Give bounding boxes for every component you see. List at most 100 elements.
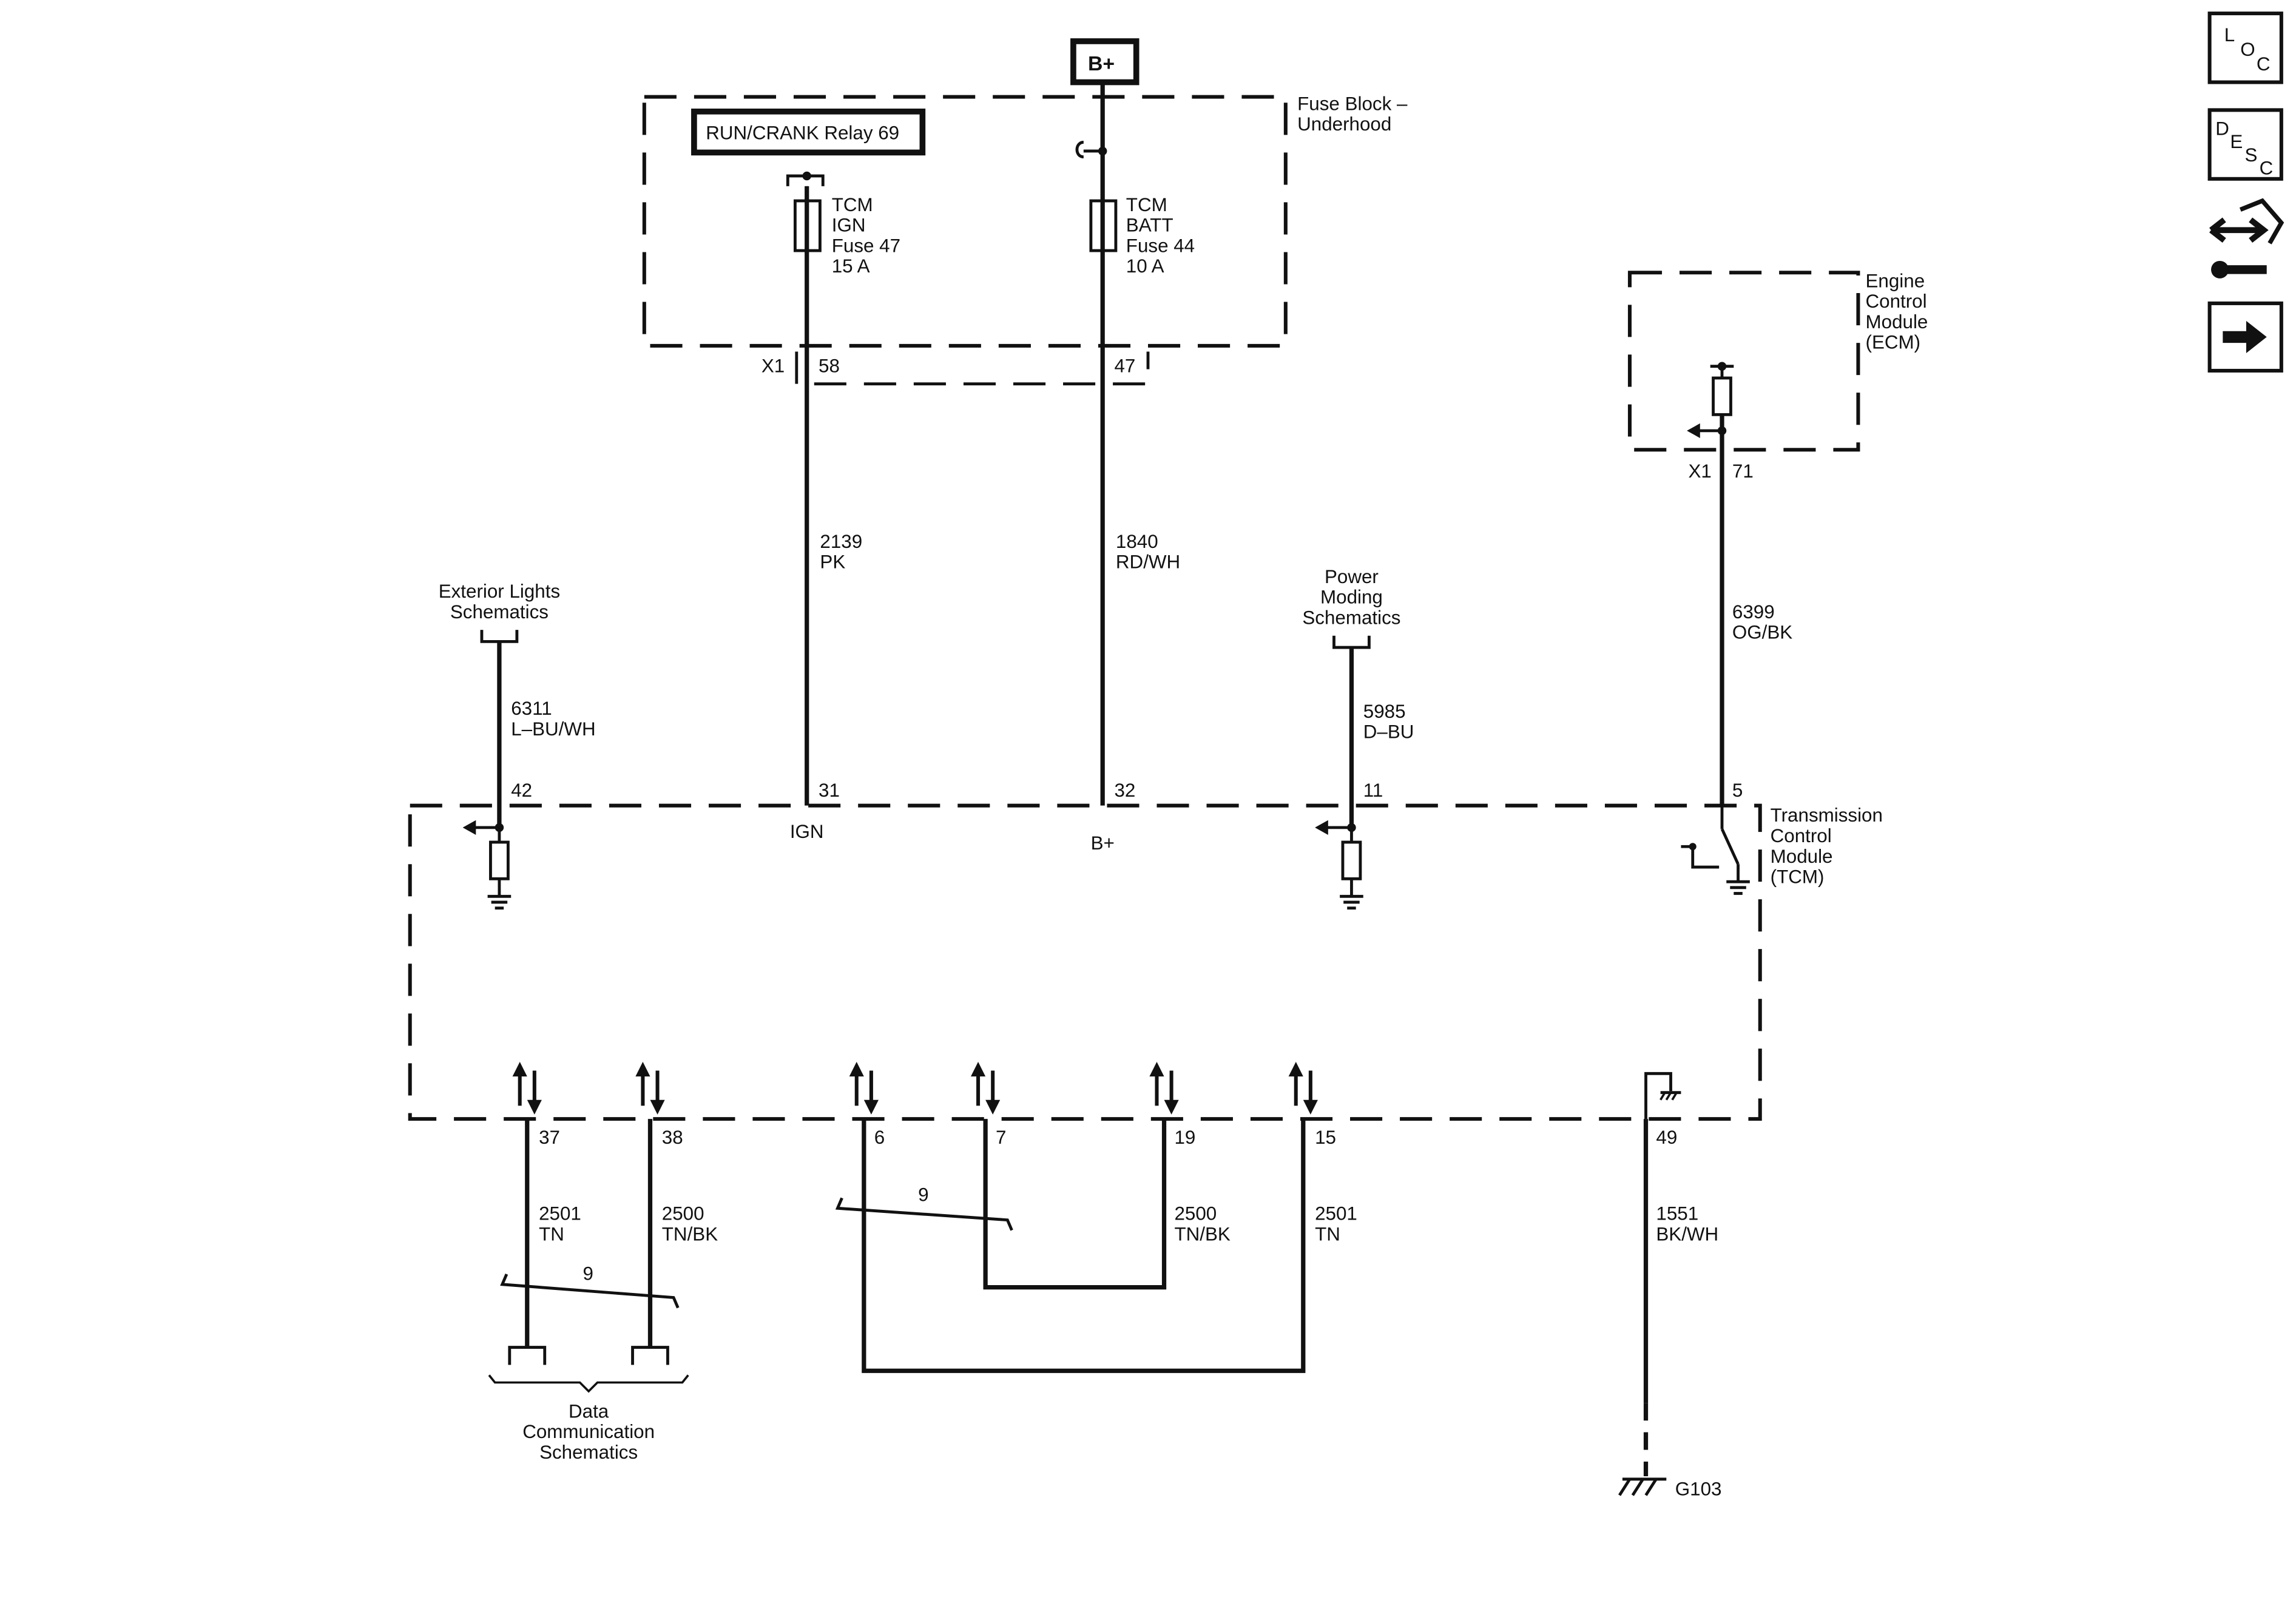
tcm-pin-49: 49 — [1656, 1127, 1677, 1148]
w19-color: TN/BK — [1174, 1223, 1230, 1244]
fuse-ign-line2: IGN — [832, 215, 866, 236]
loc-letter-o: O — [2240, 39, 2255, 60]
ecm-label-3: Module — [1866, 311, 1928, 333]
w38-color: TN/BK — [662, 1223, 718, 1244]
ecm-boundary — [1627, 271, 1860, 452]
twist-marker-mid — [835, 1197, 1013, 1231]
w37-circuit: 2501 — [539, 1203, 581, 1224]
fuse-conn-x1: X1 — [761, 355, 785, 376]
tcm-pin-31: 31 — [819, 780, 840, 801]
fuse-ign-line1: TCM — [832, 194, 873, 215]
ecm-wire-color: OG/BK — [1732, 622, 1792, 643]
pin-47: 47 — [1114, 355, 1135, 376]
bidir-arrow-19 — [1149, 1062, 1178, 1115]
tcm-pin-32: 32 — [1114, 780, 1135, 801]
tcm-pin-37: 37 — [539, 1127, 560, 1148]
tcm-switch-5 — [1681, 805, 1749, 894]
ext-wire-circuit: 6311 — [511, 698, 552, 719]
fuse-ign-line3: Fuse 47 — [832, 235, 900, 256]
ext-lights-label-1: Exterior Lights — [439, 581, 560, 602]
bidir-arrow-37 — [513, 1062, 542, 1115]
tcm-ign-label: IGN — [790, 821, 824, 842]
tcm-label-1: Transmission — [1771, 805, 1883, 826]
tcm-input-11-circuit — [1315, 820, 1363, 908]
ext-wire-color: L–BU/WH — [511, 718, 595, 740]
desc-letter-s: S — [2245, 144, 2258, 166]
w49-color: BK/WH — [1656, 1223, 1718, 1244]
ecm-pin-71: 71 — [1732, 461, 1754, 482]
data-comm-label-1: Data — [569, 1400, 609, 1422]
desc-letter-d: D — [2215, 118, 2229, 139]
loc-button[interactable]: L O C — [2207, 12, 2283, 84]
tcm-label-2: Control — [1771, 825, 1832, 846]
desc-button[interactable]: D E S C — [2207, 108, 2283, 181]
data-comm-label-3: Schematics — [539, 1442, 638, 1463]
w15-color: TN — [1315, 1223, 1340, 1244]
w38-circuit: 2500 — [662, 1203, 704, 1224]
bidir-arrow-6 — [849, 1062, 879, 1115]
ecm-label-1: Engine — [1866, 270, 1925, 291]
run-crank-relay-box: RUN/CRANK Relay 69 — [691, 108, 926, 156]
loc-letter-c: C — [2257, 53, 2271, 75]
ground-g103-icon — [1618, 1477, 1667, 1496]
data-comm-bracket — [488, 1374, 689, 1393]
bidir-arrow-38 — [635, 1062, 664, 1115]
tcm-label-3: Module — [1771, 846, 1833, 867]
power-moding-label-1: Power — [1325, 566, 1379, 587]
tcm-pin-15: 15 — [1315, 1127, 1336, 1148]
tcm-pin-5: 5 — [1732, 780, 1743, 801]
fuse-block-label-1: Fuse Block – — [1297, 93, 1408, 114]
fuse-batt-line3: Fuse 44 — [1126, 235, 1195, 256]
connector-view-icon[interactable] — [2209, 198, 2284, 279]
twist-marker-left — [500, 1273, 680, 1309]
tcm-pin-6: 6 — [874, 1127, 885, 1148]
twist-mid-label: 9 — [918, 1184, 928, 1205]
bidir-arrow-7 — [971, 1062, 1000, 1115]
wire-batt-color: RD/WH — [1116, 552, 1180, 573]
w19-circuit: 2500 — [1174, 1203, 1217, 1224]
pm-wire-circuit: 5985 — [1363, 701, 1406, 722]
ecm-label-2: Control — [1866, 291, 1927, 312]
data-comm-label-2: Communication — [522, 1421, 655, 1442]
next-arrow-button[interactable] — [2207, 301, 2283, 373]
tcm-label-4: (TCM) — [1771, 866, 1825, 888]
power-moding-label-3: Schematics — [1302, 607, 1400, 628]
ground-label: G103 — [1675, 1478, 1722, 1499]
loc-letter-l: L — [2224, 24, 2235, 46]
battery-label: B+ — [1088, 52, 1115, 75]
ecm-label-4: (ECM) — [1866, 332, 1921, 353]
tcm-pin-19: 19 — [1174, 1127, 1195, 1148]
tcm-pin-38: 38 — [662, 1127, 683, 1148]
tcm-pin-11: 11 — [1363, 780, 1383, 801]
twist-left-label: 9 — [582, 1263, 593, 1284]
wire-loop-7-19 — [983, 1119, 1167, 1290]
pm-wire-color: D–BU — [1363, 721, 1414, 743]
fuse-block-boundary — [642, 95, 1288, 348]
fuse-batt-line2: BATT — [1126, 215, 1173, 236]
desc-letter-e: E — [2230, 131, 2243, 152]
fuse-ign-line4: 15 A — [832, 255, 870, 277]
tcm-input-42-circuit — [462, 820, 512, 908]
ext-lights-label-2: Schematics — [450, 601, 549, 623]
tcm-pin-7: 7 — [996, 1127, 1006, 1148]
desc-letter-c: C — [2260, 158, 2274, 179]
power-moding-label-2: Moding — [1320, 587, 1383, 608]
wire-loop-6-15 — [862, 1119, 1306, 1373]
pin-58: 58 — [819, 355, 840, 376]
fuse-batt-line4: 10 A — [1126, 255, 1164, 277]
wire-batt-circuit: 1840 — [1116, 531, 1158, 552]
next-arrow-icon — [2223, 320, 2267, 353]
w15-circuit: 2501 — [1315, 1203, 1357, 1224]
tcm-boundary — [408, 803, 1762, 1121]
tcm-pin-42: 42 — [511, 780, 532, 801]
wire-ign-circuit: 2139 — [820, 531, 862, 552]
ecm-wire-circuit: 6399 — [1732, 601, 1775, 623]
bidir-arrow-15 — [1289, 1062, 1318, 1115]
ecm-conn-x1: X1 — [1688, 461, 1711, 482]
fuse-batt-line1: TCM — [1126, 194, 1167, 215]
wire-ign-color: PK — [820, 552, 845, 573]
tcm-batt-label: B+ — [1091, 832, 1115, 854]
battery-box: B+ — [1070, 38, 1140, 86]
w49-circuit: 1551 — [1656, 1203, 1698, 1224]
